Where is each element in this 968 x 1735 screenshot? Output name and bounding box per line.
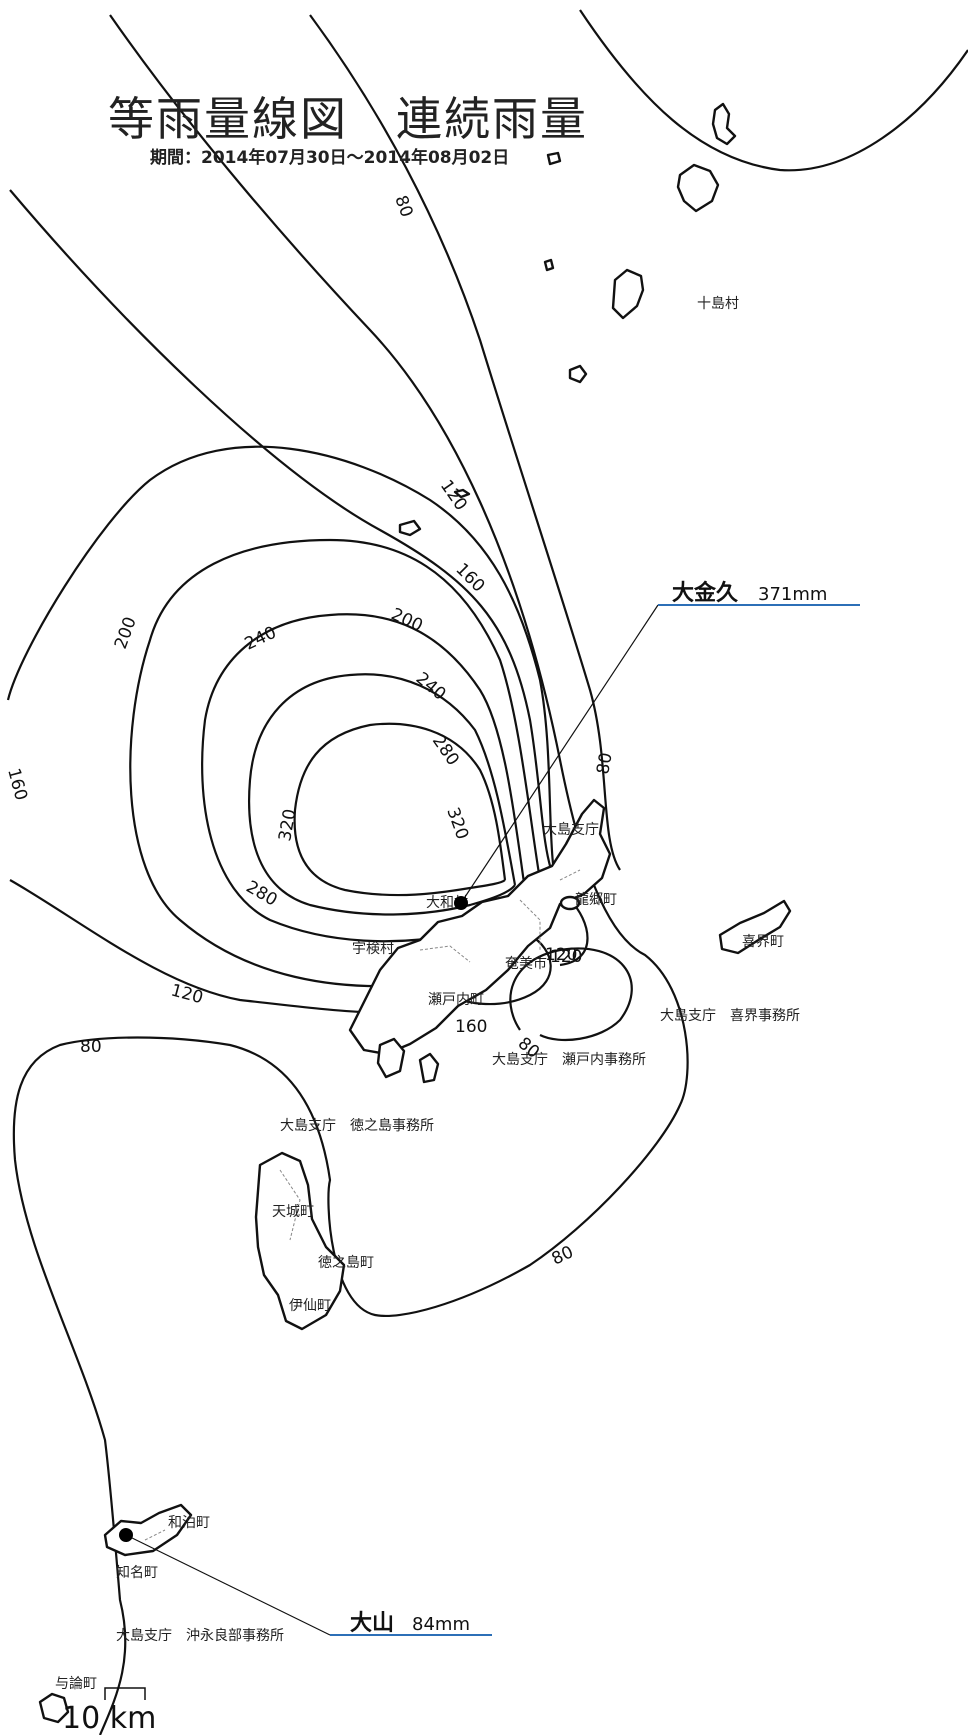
station-oyama: 大山 84mm bbox=[119, 1528, 492, 1636]
island bbox=[418, 1052, 440, 1084]
contour-label: 320 bbox=[442, 805, 472, 842]
contour-280 bbox=[248, 673, 517, 916]
contour-80-top-right bbox=[579, 9, 968, 172]
contour-label: 200 bbox=[111, 614, 141, 651]
place-label-uken: 宇検村 bbox=[352, 941, 394, 957]
island bbox=[568, 364, 588, 384]
islands bbox=[38, 102, 792, 1724]
contour-80-south bbox=[509, 947, 633, 1042]
contour-label: 80 bbox=[390, 193, 416, 220]
station-name: 大金久 bbox=[672, 580, 738, 606]
place-label-toshima: 十島村 bbox=[697, 296, 739, 312]
contour-label: 80 bbox=[80, 1037, 102, 1057]
place-label-wadomari: 和泊町 bbox=[168, 1515, 210, 1531]
station-marker bbox=[119, 1528, 133, 1542]
island-yoron bbox=[38, 1692, 70, 1724]
place-label-yoron: 与論町 bbox=[55, 1676, 97, 1692]
place-label-isen: 伊仙町 bbox=[289, 1298, 331, 1314]
place-label-amami-city: 奄美市 bbox=[505, 955, 547, 972]
place-labels: 十島村 大島支庁 大和村 宇検村 龍郷町 奄美市 瀬戸内町 大島支庁 瀬戸内事務… bbox=[55, 296, 800, 1692]
station-leader-line bbox=[125, 1534, 331, 1636]
station-name: 大山 bbox=[350, 1611, 394, 1636]
place-label-amagi: 天城町 bbox=[272, 1204, 314, 1220]
place-label-setouchi: 瀬戸内町 bbox=[428, 992, 484, 1008]
station-marker bbox=[454, 896, 468, 910]
place-label-china: 知名町 bbox=[116, 1564, 158, 1581]
island bbox=[376, 1037, 406, 1079]
scale-bar-label: 10 km bbox=[62, 1701, 156, 1735]
contour-label: 160 bbox=[3, 766, 31, 803]
place-label-setouchi-office: 大島支庁 瀬戸内事務所 bbox=[492, 1052, 646, 1068]
place-label-tokunoshima-office: 大島支庁 徳之島事務所 bbox=[280, 1118, 434, 1134]
contour-lines bbox=[6, 9, 968, 1735]
place-label-tatsugo: 龍郷町 bbox=[575, 891, 617, 908]
contour-label: 80 bbox=[549, 1242, 577, 1269]
contour-label: 120 bbox=[550, 947, 582, 967]
scale-bar: 10 km bbox=[62, 1687, 156, 1735]
contour-label: 280 bbox=[428, 731, 463, 769]
map-title: 等雨量線図 連続雨量 bbox=[108, 92, 588, 146]
island-amami-oshima bbox=[348, 798, 612, 1056]
station-okaneku: 大金久 371mm bbox=[454, 580, 860, 910]
island-tokunoshima bbox=[254, 1151, 346, 1331]
map-period: 期間：2014年07月30日～2014年08月02日 bbox=[150, 147, 509, 168]
place-label-okinoerabu-office: 大島支庁 沖永良部事務所 bbox=[116, 1628, 284, 1644]
place-label-oshima-shicho: 大島支庁 bbox=[543, 822, 599, 838]
island bbox=[398, 519, 422, 537]
island bbox=[453, 488, 471, 499]
contour-80-right-arm bbox=[309, 14, 621, 871]
island-okinoerabu bbox=[103, 1503, 193, 1557]
island-kikai bbox=[718, 899, 792, 955]
island bbox=[711, 102, 737, 146]
island bbox=[543, 258, 555, 272]
scale-bar-line bbox=[104, 1687, 146, 1700]
municipal-boundary bbox=[144, 869, 581, 1541]
contour-label: 120 bbox=[169, 981, 206, 1009]
place-label-kikai-office: 大島支庁 喜界事務所 bbox=[660, 1008, 800, 1024]
island bbox=[676, 163, 720, 213]
contour-160-outer bbox=[6, 445, 562, 901]
station-leader-line bbox=[460, 604, 659, 904]
place-label-kikai: 喜界町 bbox=[742, 934, 784, 950]
contour-label: 120 bbox=[545, 945, 577, 965]
contour-label: 160 bbox=[455, 1017, 487, 1037]
lake bbox=[559, 895, 581, 911]
contour-80-outer bbox=[12, 14, 689, 1735]
station-value: 84mm bbox=[412, 1614, 470, 1635]
station-value: 371mm bbox=[758, 584, 827, 605]
island bbox=[611, 268, 645, 320]
island bbox=[546, 151, 562, 166]
place-label-tokunoshima: 徳之島町 bbox=[318, 1255, 374, 1271]
contour-label: 80 bbox=[593, 751, 616, 776]
contour-320 bbox=[293, 722, 507, 897]
contour-value-labels: 80 80 80 80 80 120 120 120 160 160 200 2… bbox=[3, 193, 617, 1270]
